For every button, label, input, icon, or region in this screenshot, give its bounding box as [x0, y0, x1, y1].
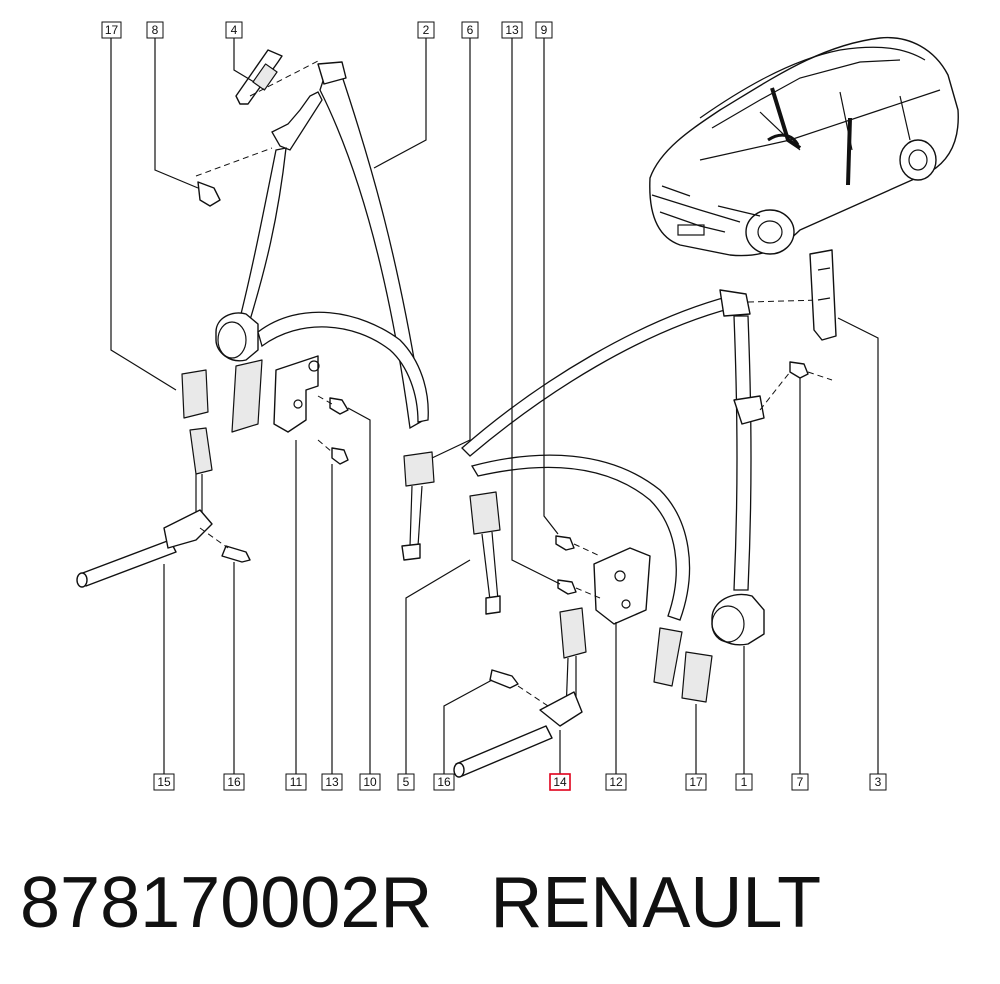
callout-7: 7 [791, 773, 809, 791]
callout-8: 8 [146, 21, 164, 39]
callout-3: 3 [869, 773, 887, 791]
svg-text:9: 9 [541, 23, 548, 37]
svg-text:16: 16 [437, 775, 451, 789]
callout-17-bottom: 17 [685, 773, 707, 791]
svg-text:13: 13 [505, 23, 519, 37]
svg-text:17: 17 [689, 775, 703, 789]
callouts-top: 17 8 4 2 6 13 9 [101, 21, 553, 39]
callout-14-highlighted: 14 [549, 773, 571, 791]
right-belt-assembly [453, 249, 837, 778]
svg-text:5: 5 [403, 775, 410, 789]
brand-name: RENAULT [490, 863, 822, 943]
svg-text:11: 11 [290, 775, 303, 789]
svg-text:4: 4 [231, 23, 238, 37]
svg-text:12: 12 [609, 775, 623, 789]
svg-text:7: 7 [797, 775, 804, 789]
callout-6: 6 [461, 21, 479, 39]
callouts-bottom: 15 16 11 13 10 5 16 14 [153, 773, 887, 791]
callout-12: 12 [605, 773, 627, 791]
svg-text:15: 15 [157, 775, 171, 789]
left-belt-assembly [76, 49, 501, 615]
svg-text:1: 1 [741, 775, 748, 789]
svg-text:10: 10 [363, 775, 377, 789]
callout-1: 1 [735, 773, 753, 791]
part-caption: 878170002R RENAULT [20, 858, 980, 948]
callout-15: 15 [153, 773, 175, 791]
callout-9: 9 [535, 21, 553, 39]
callout-2: 2 [417, 21, 435, 39]
svg-text:6: 6 [467, 23, 474, 37]
svg-text:14: 14 [553, 775, 567, 789]
callout-13-top: 13 [501, 21, 523, 39]
part-number: 878170002R [20, 863, 433, 943]
callout-11: 11 [285, 773, 307, 791]
callout-13-bottom: 13 [321, 773, 343, 791]
leader-lines [110, 38, 879, 774]
callout-16-right: 16 [433, 773, 455, 791]
callout-5: 5 [397, 773, 415, 791]
car-illustration [649, 36, 959, 257]
svg-text:16: 16 [227, 775, 241, 789]
svg-text:3: 3 [875, 775, 882, 789]
callout-17-top: 17 [101, 21, 122, 39]
svg-text:8: 8 [152, 23, 159, 37]
svg-text:2: 2 [423, 23, 430, 37]
svg-text:17: 17 [105, 23, 119, 37]
svg-text:13: 13 [325, 775, 339, 789]
callout-16-left: 16 [223, 773, 245, 791]
callout-10: 10 [359, 773, 381, 791]
callout-4: 4 [225, 21, 243, 39]
